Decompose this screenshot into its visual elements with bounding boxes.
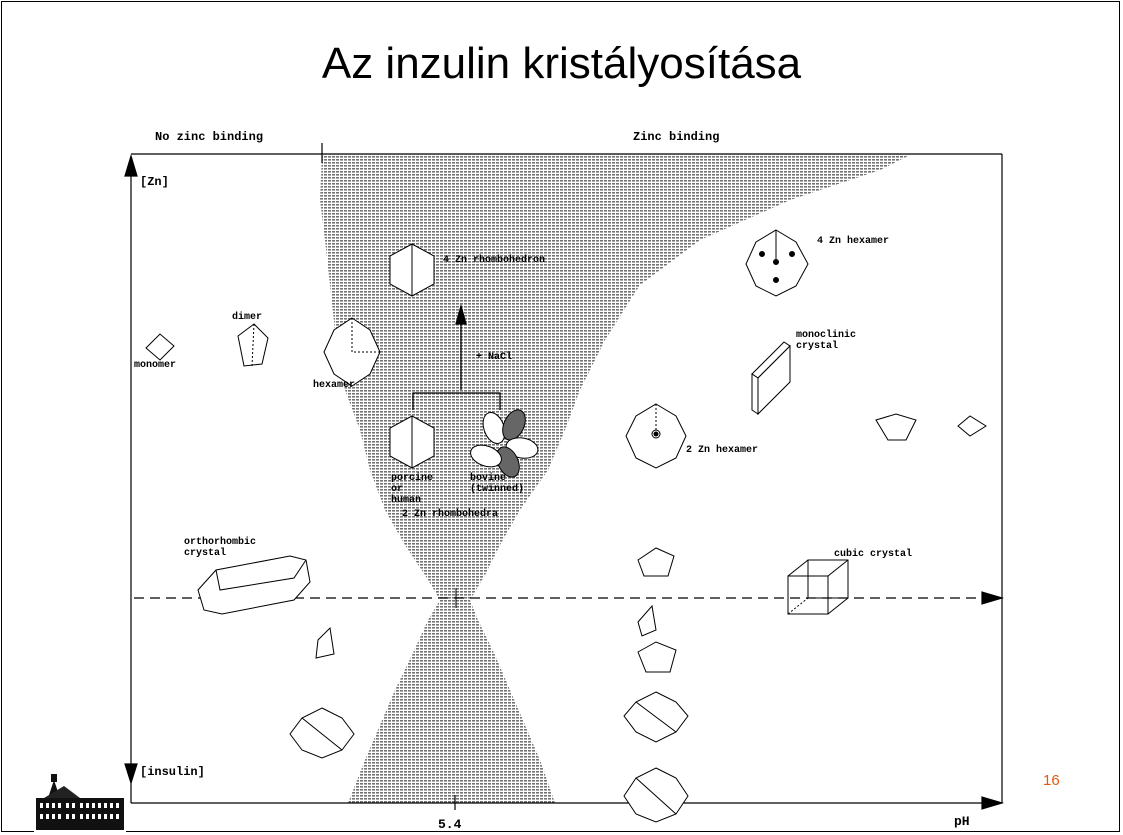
cubic-crystal-label: cubic crystal bbox=[834, 549, 913, 560]
dimer-mid-shape bbox=[637, 547, 675, 577]
page-number: 16 bbox=[1043, 772, 1060, 789]
orthorhombic-crystal-label: orthorhombic crystal bbox=[184, 537, 257, 559]
slide-title: Az inzulin kristályosítása bbox=[321, 39, 802, 88]
x-axis-label: pH bbox=[954, 814, 970, 829]
monomer-left-shape bbox=[315, 626, 335, 659]
bovine-twinned-shape bbox=[470, 409, 539, 478]
monomer-label: monomer bbox=[134, 360, 177, 371]
rhombohedron-porcine-shape bbox=[389, 415, 435, 469]
rhombohedra-2zn-label: 2 Zn rhombohedra bbox=[402, 509, 499, 520]
orthorhombic-crystal-shape bbox=[197, 555, 311, 615]
hexamer-mid-shape bbox=[623, 691, 689, 743]
cubic-crystal-shape bbox=[787, 559, 849, 615]
rhombohedron-4zn-shape bbox=[389, 243, 435, 297]
nacl-arrow bbox=[412, 303, 501, 410]
rhombohedron-4zn-label: 4 Zn rhombohedron bbox=[443, 255, 546, 266]
monomer-mid-shape bbox=[637, 604, 657, 637]
porcine-human-label: porcine or human bbox=[391, 473, 434, 506]
dimer-mid-2-shape bbox=[637, 641, 677, 673]
university-logo bbox=[34, 770, 126, 832]
hexamer-4zn-shape bbox=[745, 229, 809, 297]
monoclinic-crystal-label: monoclinic crystal bbox=[796, 330, 857, 352]
hexamer-label: hexamer bbox=[313, 380, 356, 391]
x-axis bbox=[131, 795, 1005, 810]
x-axis-tick-label: 5.4 bbox=[438, 817, 462, 832]
hexamer-2zn-shape bbox=[625, 403, 687, 469]
monoclinic-crystal-shape bbox=[751, 341, 791, 416]
hexamer-left-shape bbox=[289, 707, 355, 759]
plot-frame bbox=[131, 153, 1003, 803]
crystallization-region bbox=[320, 154, 912, 803]
dimer-shape bbox=[237, 323, 269, 367]
nacl-label: + NaCl bbox=[476, 352, 513, 363]
monomer-shape bbox=[145, 333, 175, 361]
dimer-right-shape bbox=[875, 413, 917, 441]
y-axis bbox=[124, 153, 138, 803]
bovine-twinned-label: bovine (twinned) bbox=[470, 473, 525, 495]
hexamer-bottom-shape bbox=[623, 767, 689, 823]
y-axis-bottom-label: [insulin] bbox=[140, 765, 205, 779]
zinc-binding-label: Zinc binding bbox=[633, 130, 720, 144]
hexamer-shape bbox=[323, 317, 381, 387]
dimer-label: dimer bbox=[232, 312, 263, 323]
hexamer-2zn-label: 2 Zn hexamer bbox=[686, 445, 759, 456]
no-zinc-binding-label: No zinc binding bbox=[155, 130, 264, 144]
hexamer-4zn-label: 4 Zn hexamer bbox=[817, 236, 890, 247]
monomer-right-shape bbox=[957, 415, 987, 437]
y-axis-label: [Zn] bbox=[140, 175, 169, 189]
